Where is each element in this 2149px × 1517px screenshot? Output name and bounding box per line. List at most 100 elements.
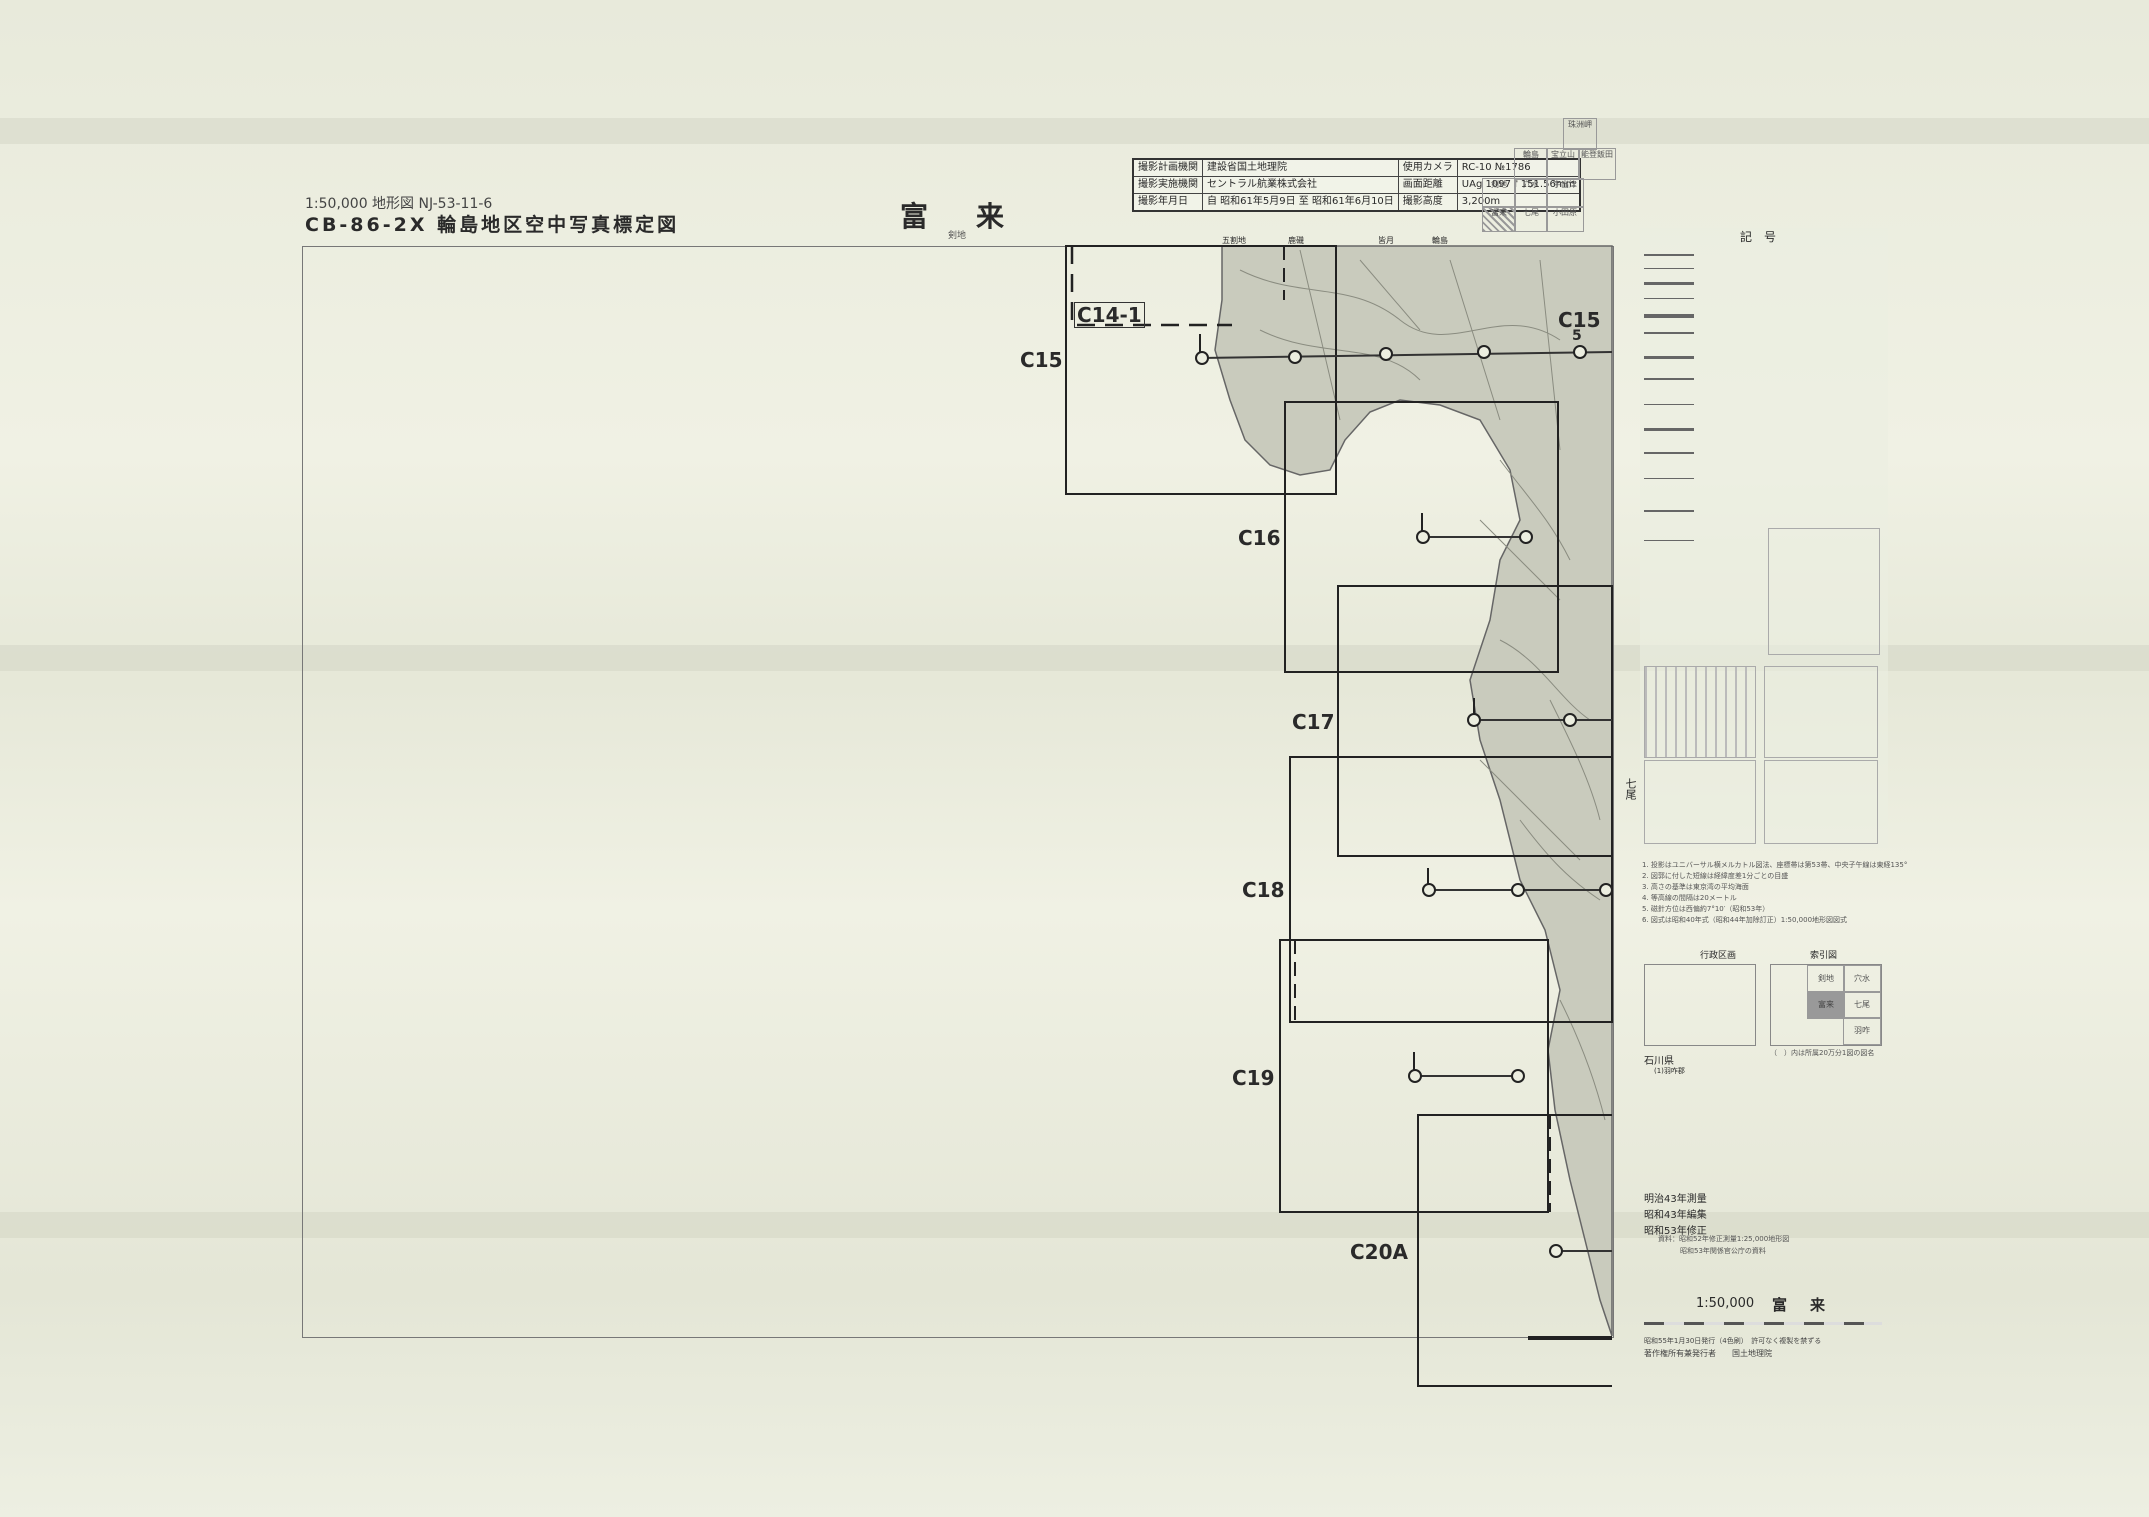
legend-symbol	[1644, 268, 1694, 269]
index-cell: 輪島	[1514, 148, 1548, 180]
index-grid-cell: 富来	[1807, 991, 1845, 1019]
photo-frame-dashed	[1294, 940, 1560, 1023]
legend-sample	[1764, 666, 1878, 758]
admin-map	[1644, 964, 1756, 1046]
photo-center	[1519, 530, 1533, 544]
legend-title: 記 号	[1740, 230, 1777, 244]
info-cell: UAg 1097 f 151.56mm	[1456, 176, 1581, 194]
map-title: CB-86-2X 輪島地区空中写真標定図	[305, 214, 680, 236]
index-grid-cell: 羽咋	[1843, 1017, 1881, 1045]
index-cell: 七尾	[1514, 206, 1548, 232]
land-area	[1214, 245, 1613, 1337]
info-cell: 撮影年月日	[1132, 193, 1203, 212]
photo-center	[1467, 713, 1481, 727]
place-label: 七尾	[1624, 778, 1637, 800]
photo-frame	[1284, 401, 1559, 673]
index-cell: 小田原	[1546, 206, 1584, 232]
imprint-line: 明治43年測量	[1644, 1194, 1707, 1205]
imprint-source: 昭和53年関係官公庁の資料	[1680, 1247, 1766, 1255]
photo-center	[1511, 883, 1525, 897]
note-line: 3. 高さの基準は東京湾の平均海面	[1642, 883, 1749, 891]
info-cell: セントラル航業株式会社	[1202, 176, 1399, 194]
course-label: C18	[1242, 878, 1285, 902]
index-cell: 宝立山	[1546, 148, 1580, 180]
photo-center	[1408, 1069, 1422, 1083]
bottom-name: 富 来	[1772, 1296, 1830, 1314]
legend-symbol	[1644, 254, 1694, 256]
course-label: C15	[1558, 308, 1601, 332]
photo-center	[1416, 530, 1430, 544]
fold-line	[0, 118, 2149, 144]
photo-center	[1573, 345, 1587, 359]
index-cell: 富来	[1482, 206, 1516, 232]
imprint-line: 昭和43年編集	[1644, 1210, 1707, 1221]
photo-frame-dashed	[1284, 400, 1337, 495]
place-label: 鹿磯	[1288, 236, 1304, 245]
note-line: 6. 図式は昭和40年式（昭和44年加除訂正）1:50,000地形図図式	[1642, 916, 1848, 924]
photo-center	[1511, 1069, 1525, 1083]
photo-center	[1599, 883, 1613, 897]
legend-symbol	[1644, 404, 1694, 405]
bottom-scale: 1:50,000	[1696, 1296, 1755, 1311]
legend-symbol	[1644, 282, 1694, 285]
course-label: C19	[1232, 1066, 1275, 1090]
index-cell: 穴水	[1514, 178, 1548, 208]
legend-symbol	[1644, 356, 1694, 359]
legend-sample	[1644, 760, 1756, 844]
index-grid-cell: 七尾	[1843, 991, 1881, 1019]
legend-symbol	[1644, 452, 1694, 454]
course-label: C16	[1238, 526, 1281, 550]
place-label: 五割地	[1222, 236, 1246, 245]
scale-bar	[1644, 1322, 1882, 1325]
course-label: C14-1	[1074, 302, 1145, 328]
note-line: 4. 等高線の間隔は20メートル	[1642, 894, 1737, 902]
index-grid-cell: 穴水	[1843, 965, 1881, 993]
legend-symbol	[1644, 378, 1694, 380]
imprint-line: 昭和53年修正	[1644, 1226, 1707, 1237]
map-neatline	[302, 246, 1614, 1338]
photo-info-table: 撮影計画機関 建設省国土地理院 使用カメラ RC-10 №1786 撮影実施機関…	[1132, 158, 1582, 212]
place-label: 皆月	[1378, 236, 1394, 245]
index-grid-cell: 剣地	[1807, 965, 1845, 993]
photo-center	[1379, 347, 1393, 361]
legend-grid	[1768, 528, 1880, 655]
course-line	[1199, 351, 1613, 359]
info-cell: 画面距離	[1397, 176, 1458, 194]
note-line: 5. 磁針方位は西偏約7°10′（昭和53年）	[1642, 905, 1770, 913]
place-label: 輪島	[1432, 236, 1448, 245]
photo-frame	[1417, 1114, 1612, 1387]
admin-pref: 石川県	[1644, 1056, 1674, 1067]
sheet-sub: 剣地	[948, 231, 967, 241]
photo-center	[1195, 351, 1209, 365]
scale-line: 1:50,000 地形図 NJ-53-11-6	[305, 196, 493, 212]
notes-block: 1. 投影はユニバーサル横メルカトル図法、座標帯は第53帯、中央子午線は東経13…	[1642, 860, 1908, 926]
legend-panel: 記 号	[1640, 228, 1888, 848]
admin-sub: (1)羽咋郡	[1654, 1067, 1685, 1075]
index-cell: 珠洲岬	[1563, 118, 1597, 150]
photo-frame	[1065, 245, 1337, 495]
fold-line	[0, 1212, 2149, 1238]
photo-center	[1563, 713, 1577, 727]
index-title: 索引図	[1810, 951, 1838, 961]
legend-symbol	[1644, 314, 1694, 318]
imprint-source: 資料：昭和52年修正測量1:25,000地形図	[1658, 1235, 1790, 1243]
photo-center	[1288, 350, 1302, 364]
photo-center	[1422, 883, 1436, 897]
legend-symbol	[1644, 332, 1694, 334]
index-note: （ ）内は所属20万分1図の図名	[1770, 1049, 1875, 1057]
legend-symbol	[1644, 540, 1694, 541]
photo-frame	[1279, 939, 1549, 1213]
legend-symbol	[1644, 478, 1694, 479]
admin-title: 行政区画	[1700, 951, 1737, 961]
course-label: C17	[1292, 710, 1335, 734]
note-line: 1. 投影はユニバーサル横メルカトル図法、座標帯は第53帯、中央子午線は東経13…	[1642, 861, 1908, 869]
legend-symbol	[1644, 510, 1694, 512]
publisher-line: 著作権所有兼発行者 国土地理院	[1644, 1349, 1772, 1358]
course-sub: 5	[1572, 328, 1582, 344]
legend-symbol	[1644, 428, 1694, 431]
c14-dashed	[1070, 246, 1232, 327]
note-line: 2. 図郭に付した短線は経緯度差1分ごとの目盛	[1642, 872, 1789, 880]
legend-sample	[1644, 666, 1756, 758]
